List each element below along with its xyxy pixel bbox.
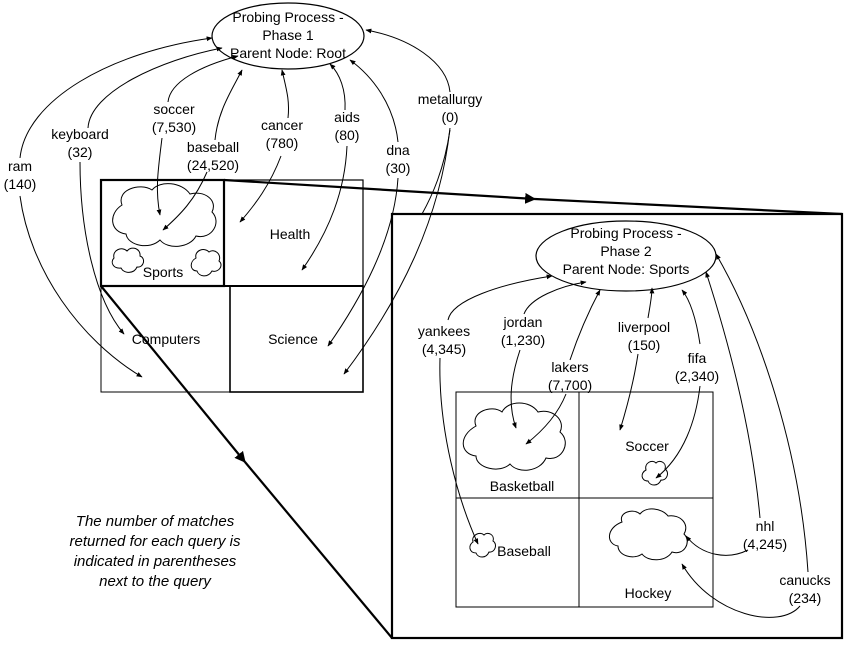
footnote-line1: The number of matches [76, 513, 235, 530]
query-dna-term: dna [386, 142, 410, 158]
query-lakers-count: (7,700) [548, 377, 592, 393]
query-soccer-count: (7,530) [152, 119, 196, 135]
footnote: The number of matches returned for each … [70, 513, 241, 590]
query-lakers-term: lakers [551, 359, 588, 375]
phase2-title-line1: Probing Process - [570, 225, 682, 241]
query-yankees-count: (4,345) [422, 341, 466, 357]
query-yankees-term: yankees [418, 323, 470, 339]
query-baseball-term: baseball [187, 139, 239, 155]
query-keyboard-count: (32) [68, 144, 93, 160]
phase1-query-labels: ram (140) keyboard (32) soccer (7,530) b… [4, 91, 483, 192]
phase1-category-grid: Sports Health Computers Science [99, 178, 364, 393]
query-soccer-term: soccer [153, 101, 195, 117]
phase2-title-line2: Phase 2 [600, 243, 652, 259]
query-ram-term: ram [8, 158, 32, 174]
phase1-query-arcs [19, 28, 451, 378]
category-label-science: Science [268, 331, 318, 347]
phase1-node: Probing Process - Phase 1 Parent Node: R… [211, 2, 365, 70]
footnote-line3: indicated in parentheses [74, 553, 237, 570]
query-keyboard-term: keyboard [51, 126, 109, 142]
phase2-title-line3: Parent Node: Sports [563, 261, 690, 277]
category-label-hockey: Hockey [625, 585, 672, 601]
query-metallurgy-count: (0) [441, 109, 458, 125]
query-fifa-count: (2,340) [675, 368, 719, 384]
phase2-frame [390, 212, 844, 640]
query-nhl-term: nhl [756, 518, 775, 534]
query-liverpool-term: liverpool [618, 319, 670, 335]
query-jordan-count: (1,230) [501, 332, 545, 348]
phase1-title-line3: Parent Node: Root [230, 45, 346, 61]
query-cancer-count: (780) [266, 135, 299, 151]
sports-cloud-small-left [111, 247, 145, 273]
phase2-category-grid: Basketball Soccer Baseball Hockey [455, 391, 714, 608]
footnote-line4: next to the query [99, 573, 212, 590]
query-metallurgy-term: metallurgy [418, 91, 483, 107]
phase1-title-line2: Phase 1 [262, 27, 314, 43]
category-label-health: Health [270, 226, 310, 242]
query-nhl-count: (4,245) [743, 536, 787, 552]
phase2-node: Probing Process - Phase 2 Parent Node: S… [535, 220, 717, 292]
category-label-sports: Sports [143, 264, 183, 280]
query-baseball-count: (24,520) [187, 157, 239, 173]
phase2-query-arcs [439, 253, 809, 618]
query-jordan-term: jordan [503, 314, 543, 330]
phase2-grid-frame [455, 391, 714, 608]
footnote-line2: returned for each query is [70, 533, 241, 550]
query-cancer-term: cancer [261, 117, 303, 133]
soccer-cloud [641, 460, 669, 486]
query-dna-count: (30) [386, 160, 411, 176]
category-label-baseball: Baseball [497, 543, 551, 559]
query-fifa-term: fifa [688, 350, 707, 366]
category-label-soccer: Soccer [625, 438, 669, 454]
basketball-cloud [462, 402, 566, 471]
science-cell [229, 285, 364, 393]
query-aids-count: (80) [335, 127, 360, 143]
baseball-cloud [469, 532, 497, 558]
query-canucks-term: canucks [779, 572, 830, 588]
zoom-connectors [100, 178, 843, 639]
phase1-title-line1: Probing Process - [232, 9, 344, 25]
query-liverpool-count: (150) [628, 337, 661, 353]
query-canucks-count: (234) [789, 590, 822, 606]
phase2-query-labels: yankees (4,345) jordan (1,230) lakers (7… [418, 314, 831, 606]
query-ram-count: (140) [4, 176, 37, 192]
query-aids-term: aids [334, 109, 360, 125]
sports-cloud-large [112, 183, 217, 247]
category-label-basketball: Basketball [490, 478, 555, 494]
category-label-computers: Computers [132, 331, 200, 347]
sports-cloud-small-right [190, 249, 222, 277]
hockey-cloud [609, 508, 688, 561]
